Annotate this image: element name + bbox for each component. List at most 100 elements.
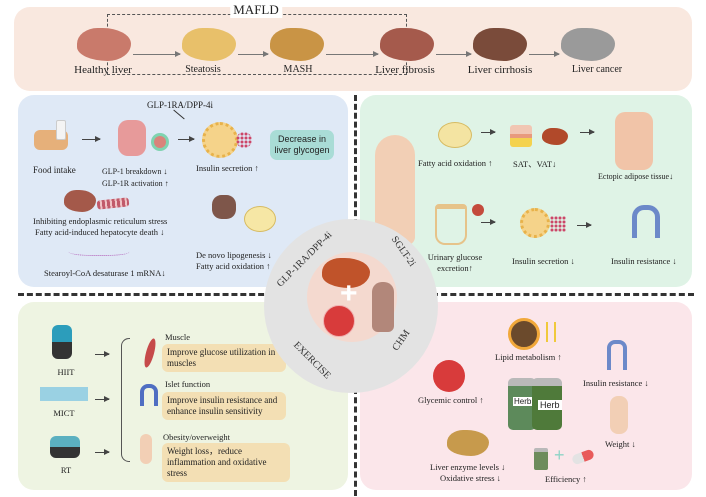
- islet-cell-icon: [202, 122, 238, 158]
- skin-fat-layer-icon: [510, 125, 532, 147]
- mrna-icon: [68, 245, 130, 256]
- progression-arrow: [529, 51, 560, 57]
- arrow: [82, 136, 101, 142]
- fatty-liver-icon: [542, 128, 568, 145]
- fatty-liver-icon: [322, 258, 370, 288]
- urinary-glucose-label: Urinary glucose: [427, 252, 483, 262]
- muscle-box: Improve glucose utilization in muscles: [162, 344, 286, 372]
- progression-arrow: [133, 51, 181, 57]
- arrow: [95, 449, 110, 455]
- blood-cells-icon: [433, 360, 465, 392]
- fatty-acid-oxidation-label: Fatty acid oxidation ↑: [196, 261, 271, 271]
- herb-label: Herb: [538, 400, 562, 410]
- blood-cells-icon: [323, 305, 355, 337]
- insulin-receptor-icon: [607, 340, 627, 370]
- muscle-title: Muscle: [165, 332, 191, 342]
- mafld-title: MAFLD: [230, 2, 282, 18]
- adipocyte-icon: [438, 122, 472, 148]
- glycemic-control-label: Glycemic control ↑: [418, 395, 484, 405]
- progression-arrow: [238, 51, 269, 57]
- glp1-breakdown-label: GLP-1 breakdown ↓: [102, 167, 168, 176]
- lipid-metabolism-label: Lipid metabolism ↑: [495, 352, 562, 362]
- arrow: [481, 219, 496, 225]
- food-intake-label: Food intake: [33, 165, 76, 175]
- liver-stage-label: Liver cirrhosis: [467, 64, 533, 76]
- sat-vat-label: SAT、VAT↓: [513, 159, 557, 169]
- insulin-receptor-icon: [140, 384, 158, 406]
- runner-icon: [52, 325, 72, 359]
- liver-stage-label: Steatosis: [185, 64, 221, 75]
- islet-function-title: Islet function: [165, 379, 211, 389]
- arrow: [95, 396, 110, 402]
- scd1-label: Stearoyl-CoA desaturase 1 mRNA↓: [44, 268, 166, 278]
- lipogenesis-label: De novo lipogenesis ↓: [196, 250, 272, 260]
- urinary-excretion-label: excretion↑: [437, 263, 473, 273]
- adipocyte-icon: [244, 206, 276, 232]
- liver-enzyme-label: Liver enzyme levels ↓: [430, 462, 506, 472]
- kidney-tubule-icon: [435, 204, 467, 245]
- liver-stage-icon: [77, 28, 131, 61]
- arrow: [95, 351, 110, 357]
- horizontal-divider-right: [432, 293, 694, 296]
- liver-icon: [64, 190, 96, 212]
- liver-stage-label: Liver cancer: [571, 64, 623, 75]
- exercise-label-mict: MICT: [53, 408, 75, 418]
- milk-icon: [56, 120, 66, 140]
- progression-arrow: [326, 51, 379, 57]
- weight-label: Weight ↓: [605, 439, 636, 449]
- islet-box: Improve insulin resistance and enhance i…: [162, 392, 286, 420]
- obese-body-icon: [372, 282, 394, 332]
- liver-stage-icon: [561, 28, 615, 61]
- hepatocyte-icon: [212, 195, 236, 219]
- plus-icon: +: [554, 445, 565, 465]
- plus-icon: +: [340, 277, 358, 310]
- exercise-label-rt: RT: [60, 465, 72, 475]
- torso-organs-icon: [615, 112, 653, 170]
- swimmer-icon: [40, 387, 88, 401]
- liver-glycogen-box: Decrease in liver glycogen: [270, 130, 334, 160]
- insulin-resistance-label: Insulin resistance ↓: [583, 378, 649, 388]
- glp1-drug-label: GLP-1RA/DPP-4i: [146, 100, 214, 110]
- arrow: [580, 129, 595, 135]
- mafld-bracket: [107, 14, 407, 75]
- er-stress-label: Inhibiting endoplasmic reticulum stress: [33, 216, 168, 226]
- glp1r-activation-label: GLP-1R activation ↑: [102, 179, 169, 188]
- insulin-particles-icon: [550, 216, 566, 232]
- insulin-resistance-label: Insulin resistance ↓: [611, 256, 677, 266]
- brace: [121, 338, 130, 462]
- fatty-acid-oxidation-label: Fatty acid oxidation ↑: [418, 158, 493, 168]
- herb-jar-icon: [534, 448, 548, 470]
- obese-body-icon: [610, 396, 628, 434]
- liver-stage-icon: [270, 28, 324, 61]
- insulin-particles-icon: [236, 132, 252, 148]
- islet-cell-icon: [520, 208, 550, 238]
- liver-stage-icon: [380, 28, 434, 61]
- liver-stage-label: MASH: [283, 64, 313, 75]
- arrow: [178, 136, 195, 142]
- liver-stage-icon: [473, 28, 527, 61]
- obese-body-icon: [140, 434, 152, 464]
- vertical-divider-top: [354, 95, 357, 225]
- obesity-title: Obesity/overweight: [163, 432, 231, 442]
- vertical-divider-bottom: [354, 388, 357, 496]
- arrow: [481, 129, 496, 135]
- phospholipid-icon: [546, 322, 556, 342]
- progression-arrow: [436, 51, 472, 57]
- hepatocyte-death-label: Fatty acid-induced hepatocyte death ↓: [35, 227, 165, 237]
- insulin-secretion-label: Insulin secretion ↓: [512, 256, 575, 266]
- liver-icon: [447, 430, 489, 456]
- insulin-receptor-icon: [632, 205, 660, 238]
- exercise-label-hiit: HIIT: [57, 367, 75, 377]
- horizontal-divider-left: [18, 293, 273, 296]
- oxidative-stress-label: Oxidative stress ↓: [440, 473, 501, 483]
- arrow: [577, 222, 592, 228]
- liver-stage-icon: [182, 28, 236, 61]
- herb-label: Herb: [513, 397, 533, 406]
- lipoprotein-icon: [508, 318, 540, 350]
- ectopic-adipose-label: Ectopic adipose tissue↓: [598, 172, 674, 181]
- obesity-box: Weight loss，reduce inflammation and oxid…: [162, 443, 290, 482]
- intestine-icon: [118, 120, 146, 156]
- liver-stage-label: Liver fibrosis: [375, 64, 435, 76]
- glp1-cell-icon: [154, 136, 166, 148]
- glomerulus-icon: [472, 204, 484, 216]
